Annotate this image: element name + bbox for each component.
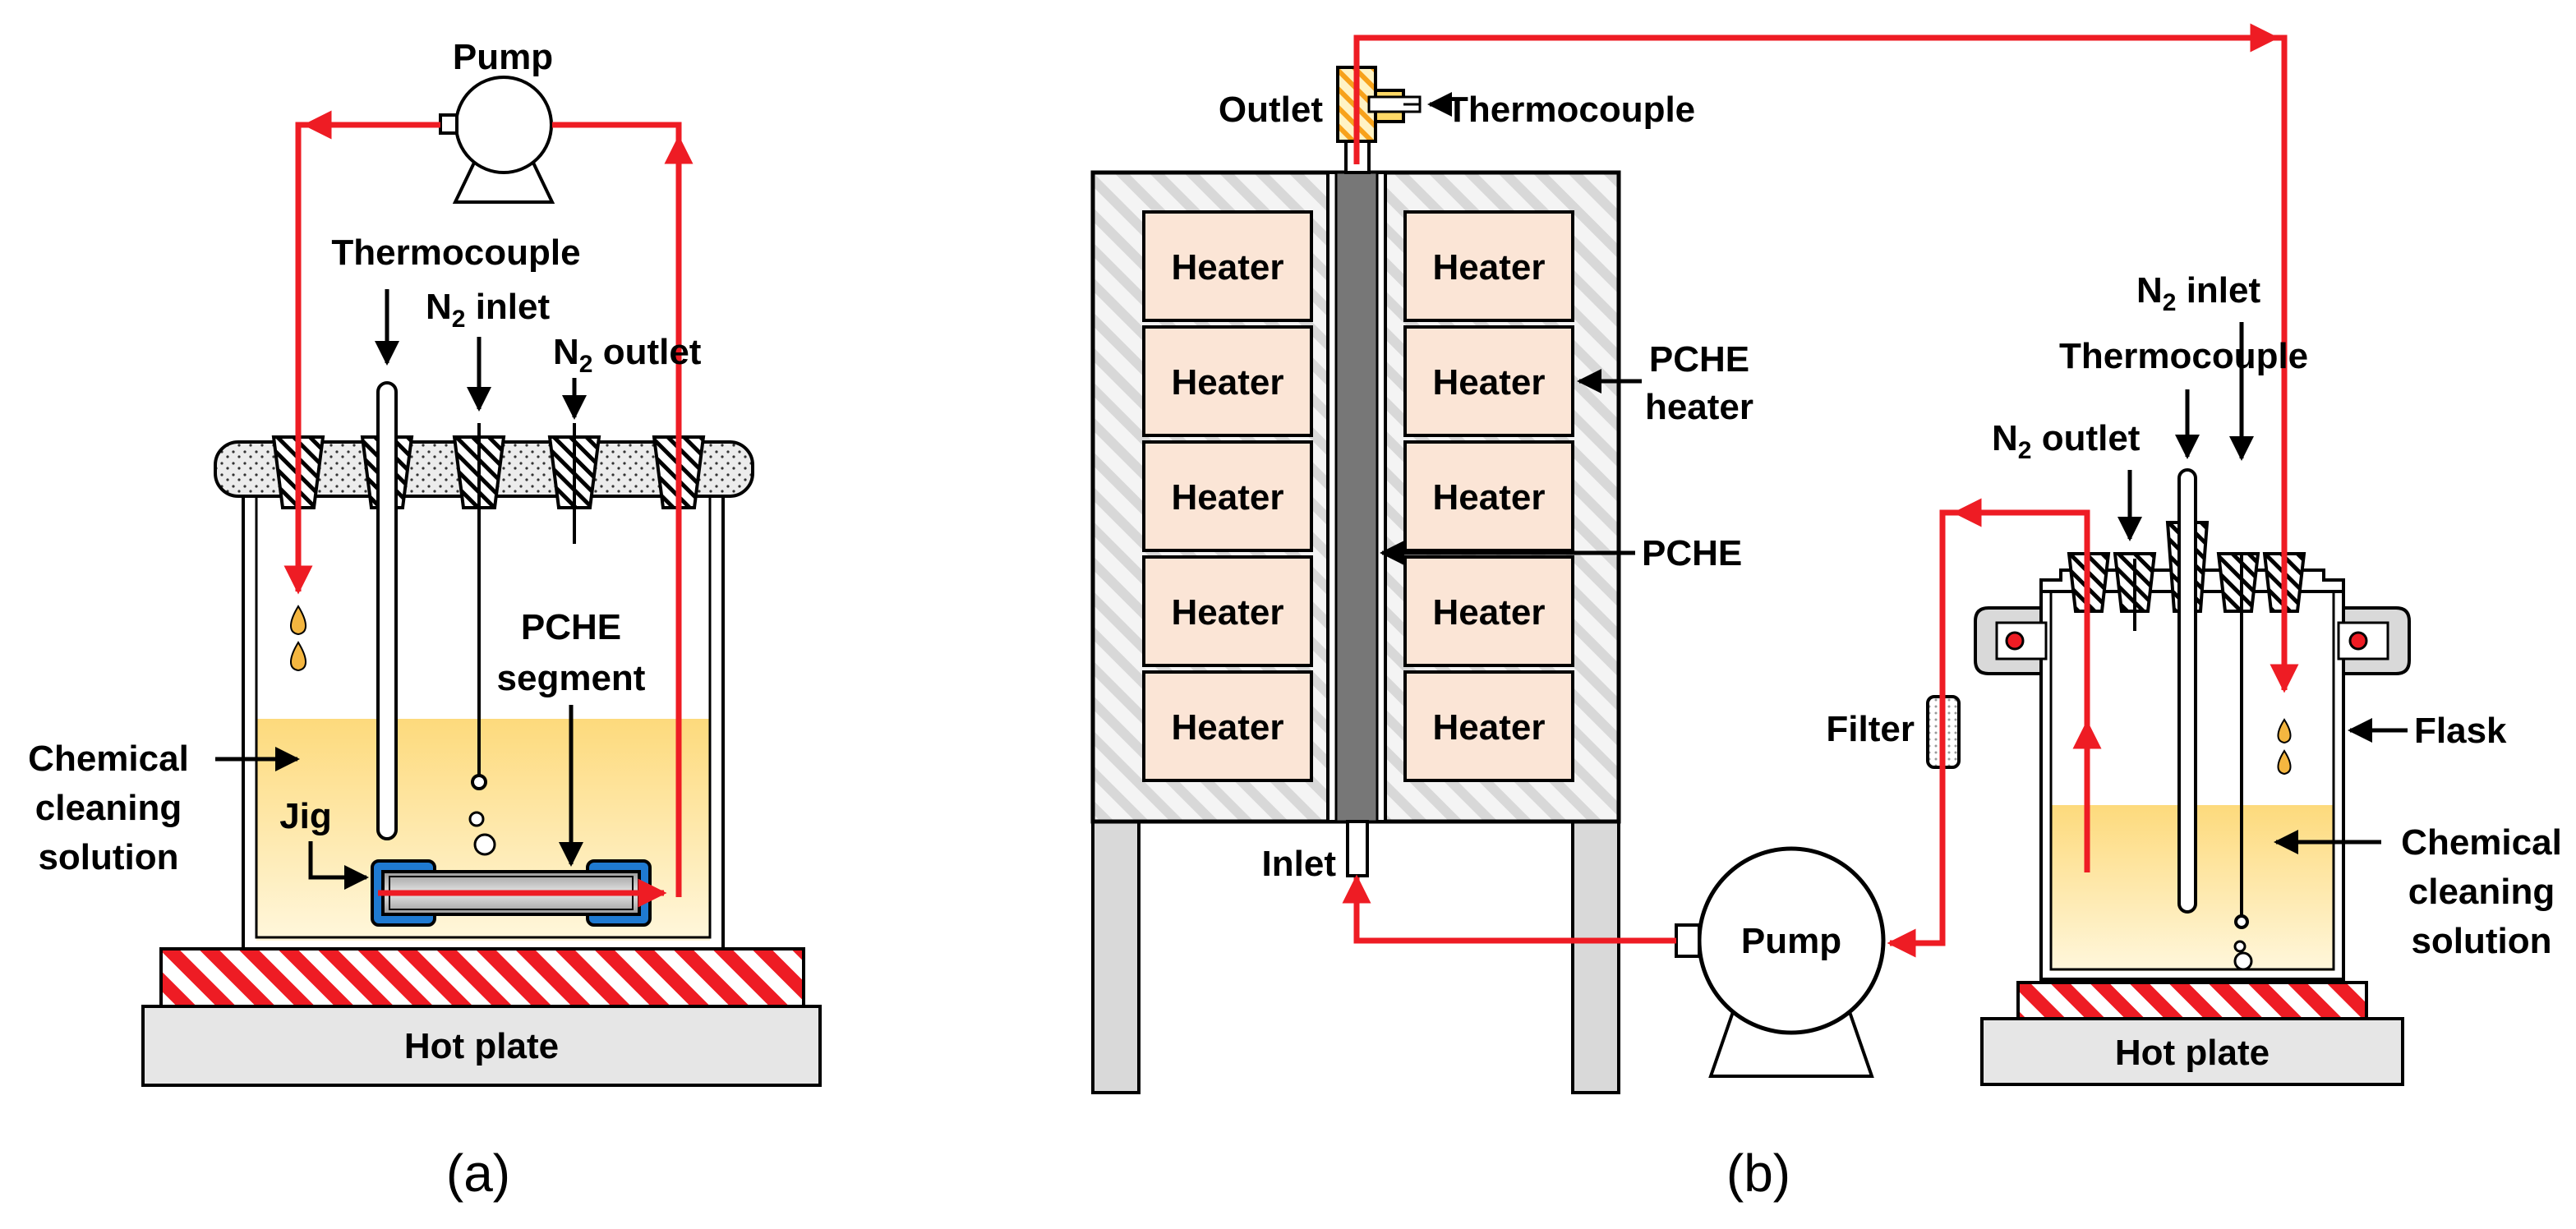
outlet-label: Outlet [1219,90,1323,130]
svg-text:N2 outlet: N2 outlet [1992,418,2141,464]
drop-b1 [2277,718,2292,744]
heater-r2-label: Heater [1433,362,1546,403]
heater-r3-label: Heater [1433,477,1546,518]
pche-segment-label-1: PCHE [521,607,621,647]
stoppers-a [271,435,706,509]
n2-outlet-a-label: N2 outlet [553,332,702,378]
heaters-right: Heater Heater Heater Heater Heater [1403,210,1574,782]
hot-plate-a [141,1005,822,1087]
clamp-screw-left [2005,631,2025,651]
hot-plate-b [1980,1017,2404,1086]
drop-b2 [2277,749,2292,776]
bubble-a1 [468,811,485,827]
hot-plate-b-heating-surface [2016,981,2368,1020]
hot-plate-b-label: Hot plate [2115,1033,2270,1073]
heater-l5 [1142,670,1313,782]
thermocouple-b-top-label: Thermocouple [1446,90,1695,130]
heater-l1 [1142,210,1313,322]
pump-a [439,76,555,204]
n2-inlet-b-label: N2 inlet [2136,270,2260,316]
heater-r1 [1403,210,1574,322]
heater-r3 [1403,440,1574,552]
flow-b-to-inlet [1353,886,1676,944]
heater-r5-label: Heater [1433,707,1546,748]
heater-l3 [1142,440,1313,552]
inlet-neck [1346,820,1369,877]
chemical-b-label-2: cleaning [2408,872,2555,912]
drop-a1 [290,605,306,636]
bubble-a2 [473,833,496,856]
heater-r2 [1403,325,1574,437]
panel-b: Heater Heater Heater Heater Heater Heate… [1090,23,2562,1203]
thermocouple-probe-b [2177,468,2197,914]
bubble-b2 [2233,951,2253,971]
heater-r1-label: Heater [1433,247,1546,288]
heater-l5-label: Heater [1172,707,1284,748]
chemical-a-label-3: solution [38,837,178,877]
inlet-label: Inlet [1262,844,1337,884]
caption-a: (a) [446,1144,510,1203]
heater-l1-label: Heater [1172,247,1284,288]
heater-l2-label: Heater [1172,362,1284,403]
bubble-b1 [2233,940,2247,953]
flow-lines-a [283,110,694,908]
pche-heater-label-2: heater [1645,387,1753,427]
n2-outlet-b-label: N2 outlet [1992,418,2141,464]
panel-a: Hot plate [28,37,822,1203]
chemical-b-label-1: Chemical [2401,822,2562,863]
heater-l3-label: Heater [1172,477,1284,518]
flask-body [2039,591,2345,981]
svg-text:N2 inlet: N2 inlet [2136,270,2260,316]
jig-pointer [308,841,369,890]
pump-b-port [1675,923,1701,958]
flask-label: Flask [2414,711,2507,751]
flow-a-supply [295,122,440,583]
cabinet-leg-right [1571,820,1620,1094]
heaters-left: Heater Heater Heater Heater Heater [1142,210,1313,782]
filter-label: Filter [1826,709,1915,749]
flow-b-top-run [1353,35,2288,674]
heater-l4 [1142,555,1313,667]
thermocouple-a-label: Thermocouple [331,232,580,273]
hot-plate-a-label: Hot plate [404,1026,559,1066]
hot-plate-a-heating-surface [159,947,805,1008]
pche-label: PCHE [1642,533,1742,573]
pump-b-label: Pump [1741,921,1841,961]
heater-r4 [1403,555,1574,667]
n2-inlet-a-label: N2 inlet [426,287,550,333]
pche-core [1334,171,1379,823]
thermocouple-probe-a [376,381,398,840]
beaker-a [242,470,725,951]
flow-lines-b [1342,23,2299,958]
heater-r5 [1403,670,1574,782]
caption-b: (b) [1726,1144,1790,1203]
heater-r4-label: Heater [1433,592,1546,633]
svg-text:N2 outlet: N2 outlet [553,332,702,378]
thermocouple-b-flask-label: Thermocouple [2059,336,2308,376]
stopper-b4 [2216,552,2260,613]
chemical-a-label-1: Chemical [28,739,189,779]
heater-l2 [1142,325,1313,437]
svg-text:N2 inlet: N2 inlet [426,287,550,333]
pump-a-body [454,76,553,174]
jig-label: Jig [279,796,332,836]
cabinet-leg-left [1091,820,1141,1094]
heater-l4-label: Heater [1172,592,1284,633]
pche-segment-label-2: segment [497,658,646,698]
drop-a2 [290,641,306,672]
pche-heater-label-1: PCHE [1649,339,1749,380]
clamp-screw-right [2348,631,2368,651]
pump-b [1675,846,1886,1078]
pump-a-port [439,113,459,135]
flow-a-return [552,122,682,897]
chemical-b-label-3: solution [2411,921,2551,961]
chemical-a-label-2: cleaning [35,788,182,828]
pump-a-label: Pump [453,37,553,77]
